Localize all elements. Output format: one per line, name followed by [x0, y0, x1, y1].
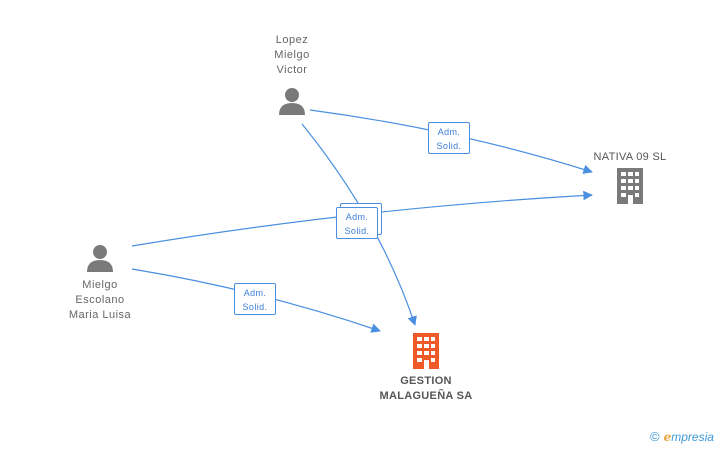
relation-role-line-1: Adm. — [437, 127, 461, 137]
company-name-line-2: MALAGUEÑA SA — [379, 390, 473, 402]
relation-role-line-2: Solid. — [344, 226, 370, 236]
person-icon — [87, 245, 113, 272]
person-label: Lopez Mielgo Victor — [252, 33, 332, 78]
person-label: Mielgo Escolano Maria Luisa — [55, 278, 145, 323]
company-name-line-1: GESTION — [400, 375, 452, 387]
person-name-line-1: Mielgo — [82, 279, 118, 291]
brand-rest: mpresia — [671, 430, 714, 444]
copyright-icon: © — [650, 429, 660, 444]
relation-role-line-1: Adm. — [243, 288, 267, 298]
person-name-line-3: Maria Luisa — [68, 309, 132, 321]
empresia-logo: ©empresia — [650, 429, 714, 444]
brand-e: e — [663, 430, 672, 444]
person-name-line-1: Lopez — [275, 34, 309, 46]
person-node-lopez-mielgo-victor[interactable]: Lopez Mielgo Victor — [252, 33, 332, 116]
relation-label-mielgo-gestion[interactable]: Adm. Solid. — [234, 283, 276, 315]
person-node-mielgo-escolano-maria-luisa[interactable]: Mielgo Escolano Maria Luisa — [55, 243, 145, 323]
relation-label-lopez-nativa[interactable]: Adm. Solid. — [428, 122, 470, 154]
building-icon — [617, 168, 643, 204]
relation-role-line-2: Solid. — [436, 141, 462, 151]
person-icon — [279, 88, 305, 115]
person-name-line-3: Victor — [276, 64, 308, 76]
building-icon — [413, 333, 439, 369]
relation-role-line-1: Adm. — [345, 212, 369, 222]
person-name-line-2: Escolano — [75, 294, 125, 306]
relation-role-line-2: Solid. — [242, 302, 268, 312]
company-name: GESTION MALAGUEÑA SA — [370, 374, 482, 404]
company-node-nativa[interactable]: NATIVA 09 SL — [580, 150, 680, 204]
relation-label-center[interactable]: Adm. Solid. — [336, 207, 378, 239]
person-name-line-2: Mielgo — [274, 49, 310, 61]
company-name: NATIVA 09 SL — [593, 151, 667, 163]
company-node-gestion-malaguena[interactable]: GESTION MALAGUEÑA SA — [370, 333, 482, 404]
